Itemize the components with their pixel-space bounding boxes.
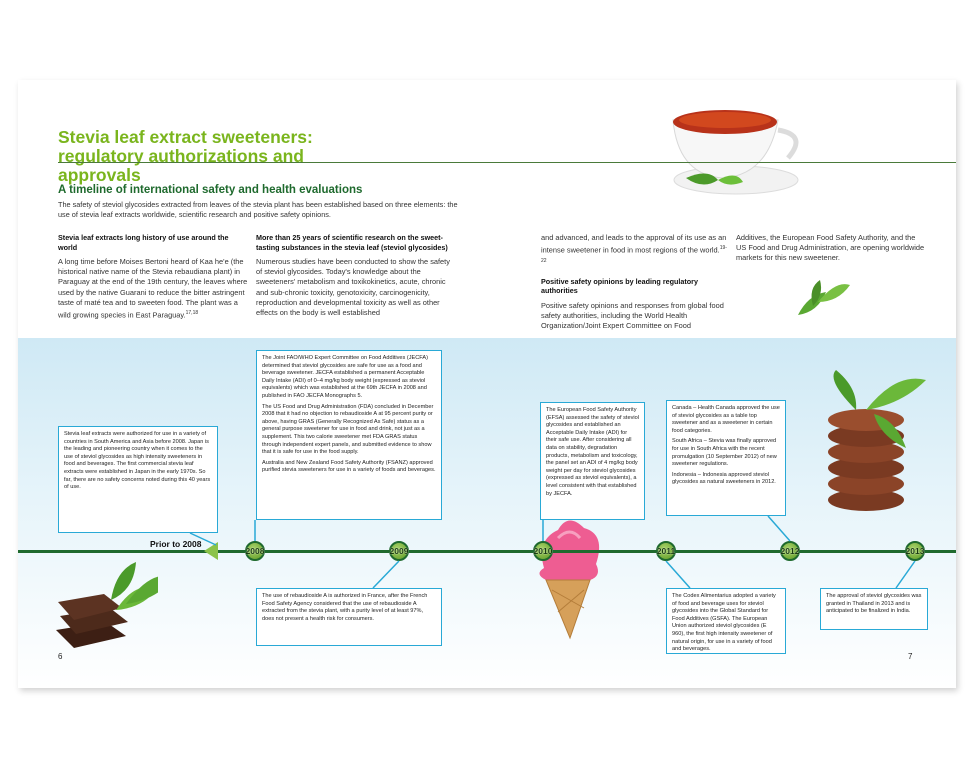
timeline-connectors [189, 515, 916, 589]
column-text: and advanced, and leads to the approval … [541, 233, 727, 264]
title-divider [58, 162, 956, 163]
column-text: Additives, the European Food Safety Auth… [736, 233, 925, 263]
column-heading: Stevia leaf extracts long history of use… [58, 233, 229, 252]
timeline-box-2013: The approval of steviol glycosides was g… [820, 588, 928, 630]
tea-cup-image [672, 110, 799, 195]
chocolate-stevia-image [56, 562, 158, 648]
timeline-node-2010: 2010 [533, 541, 553, 561]
column-text: Positive safety opinions and responses f… [541, 300, 724, 330]
timeline-box-2010: The European Food Safety Authority (EFSA… [540, 402, 645, 520]
timeline-box-2009: The use of rebaudioside A is authorized … [256, 588, 442, 646]
timeline-box-2008: The Joint FAO/WHO Expert Committee on Fo… [256, 350, 442, 520]
timeline-node-2011: 2011 [656, 541, 676, 561]
timeline-start-arrow [204, 542, 218, 560]
page-number-left: 6 [58, 652, 63, 661]
column-history: Stevia leaf extracts long history of use… [58, 233, 248, 321]
column-approval: and advanced, and leads to the approval … [541, 233, 731, 331]
stevia-leaf-image [798, 280, 850, 315]
timeline-node-2008: 2008 [245, 541, 265, 561]
brochure-spread: Stevia leaf extract sweeteners: regulato… [18, 80, 956, 688]
column-heading: Positive safety opinions by leading regu… [541, 276, 698, 296]
column-text: A long time before Moises Bertoni heard … [58, 257, 248, 320]
timeline-axis [18, 550, 956, 553]
timeline-node-2012: 2012 [780, 541, 800, 561]
timeline-label-prior: Prior to 2008 [150, 539, 202, 549]
timeline-box-2011: The Codex Alimentarius adopted a variety… [666, 588, 786, 654]
column-research: More than 25 years of scientific researc… [256, 233, 454, 318]
timeline-box-2012: Canada – Health Canada approved the use … [666, 400, 786, 516]
column-text: Numerous studies have been conducted to … [256, 257, 450, 318]
timeline-box-prior: Stevia leaf extracts were authorized for… [58, 426, 218, 533]
section-subtitle: A timeline of international safety and h… [58, 184, 363, 196]
page-title: Stevia leaf extract sweeteners: regulato… [58, 127, 313, 185]
timeline-node-2009: 2009 [389, 541, 409, 561]
column-heading: More than 25 years of scientific researc… [256, 233, 448, 252]
intro-paragraph: The safety of steviol glycosides extract… [58, 200, 458, 219]
cookies-image [828, 370, 926, 511]
page-number-right: 7 [908, 652, 913, 661]
column-markets: Additives, the European Food Safety Auth… [736, 233, 926, 264]
timeline-node-2013: 2013 [905, 541, 925, 561]
